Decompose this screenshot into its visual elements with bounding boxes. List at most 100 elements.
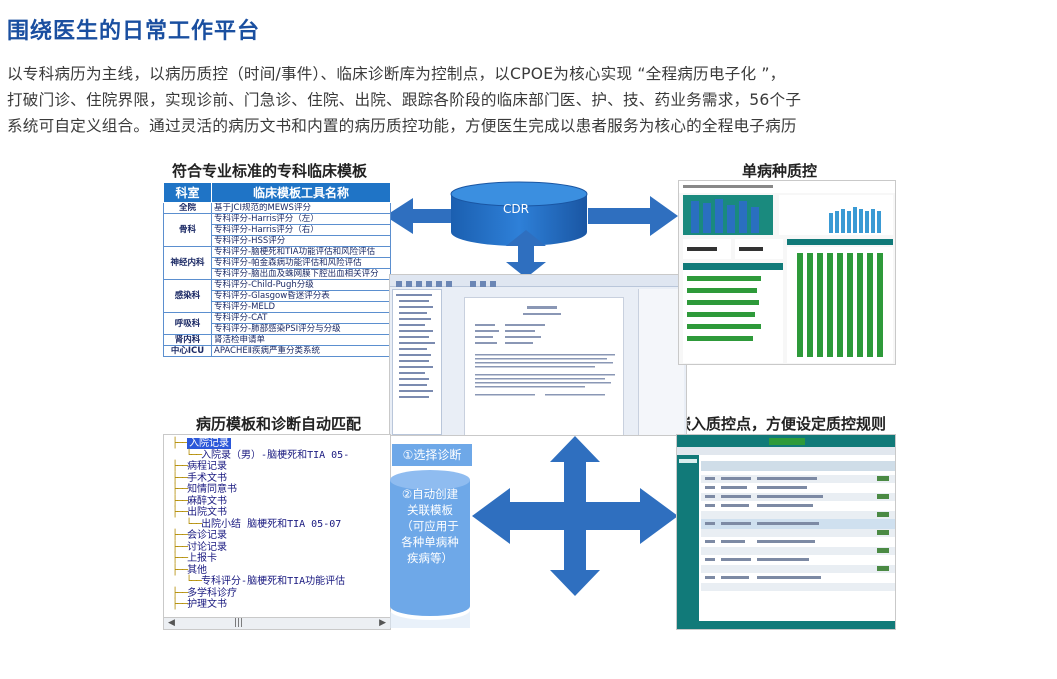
table-row: 骨科专科评分-Harris评分（左） [163,213,391,247]
step2-text: ②自动创建 关联模板 （可应用于 各种单病种 疾病等） [394,486,466,566]
tree-connector-icon: ├── [172,472,188,484]
cdr-label: CDR [503,202,529,216]
dept-cell: 呼吸科 [163,312,212,335]
emr-template-tree[interactable]: ◀ ||| ▶ ├──入院记录└──入院录（男）-脑梗死和TIA 05-├──病… [163,434,391,630]
arrow-left-icon [385,198,451,234]
embed-qc-window [676,434,896,630]
tree-connector-icon: └── [186,576,202,587]
template-item-cell: 专科评分-MELD [211,301,391,313]
tree-item-label: 会诊记录 [187,530,228,541]
emr-nav-tree[interactable] [392,289,442,435]
tree-item-label: 手术文书 [187,472,228,484]
tree-item-label: 上报卡 [187,553,218,564]
step2-line-5: 疾病等） [407,551,453,565]
page-title: 围绕医生的日常工作平台 [7,19,261,44]
dept-cell: 全院 [163,202,212,214]
template-item-cell: 专科评分-Glasgow昏迷评分表 [211,290,391,302]
tree-item[interactable]: ├──麻醉文书 [172,495,227,507]
emr-side-panel[interactable] [638,289,684,435]
step1-select-diagnosis: ①选择诊断 [392,444,472,466]
step2-cylinder-icon [390,470,470,628]
tree-item[interactable]: ├──病程记录 [172,462,227,472]
tree-connector-icon: ├── [172,507,188,518]
tree-connector-icon: ├── [172,530,188,541]
template-item-cell: 基于JCI规范的MEWS评分 [211,202,391,214]
tree-item[interactable]: └──入院录（男）-脑梗死和TIA 05- [186,449,350,461]
tree-item-label: 讨论记录 [187,541,228,553]
intro-line-2: 打破门诊、住院界限，实现诊前、门急诊、住院、出院、跟踪各阶段的临床部门医、护、技… [7,91,802,109]
template-item-cell: 专科评分-肺部感染PSI评分与分级 [211,323,391,335]
template-item-cell: 肾活检申请单 [211,334,391,346]
section-title-template: 符合专业标准的专科临床模板 [172,162,368,180]
step2-line-4: 各种单病种 [401,535,459,549]
tree-item[interactable]: ├──出院文书 [172,508,227,518]
step2-line-3: （可应用于 [401,519,459,533]
tree-item[interactable]: └──出院小结 脑梗死和TIA 05-07 [186,518,342,530]
single-disease-qc-dashboard [678,180,896,365]
template-item-cell: 专科评分-CAT [211,312,391,324]
dept-cell: 中心ICU [163,345,212,357]
intro-line-3: 系统可自定义组合。通过灵活的病历文书和内置的病历质控功能，方便医生完成以患者服务… [7,117,797,135]
section-title-single-disease: 单病种质控 [742,162,818,180]
tree-item-label: 出院小结 脑梗死和TIA 05-07 [201,518,342,530]
template-item-cell: 专科评分-Child-Pugh分级 [211,279,391,291]
four-way-arrow-icon [472,436,678,596]
dept-cell: 感染科 [163,279,212,313]
tree-item[interactable]: ├──手术文书 [172,472,228,484]
tree-item-label: 护理文书 [187,599,228,610]
table-header-dept: 科室 [163,182,212,203]
emr-document-page[interactable] [464,297,624,435]
tree-connector-icon: ├── [172,541,188,553]
template-table: 科室 临床模板工具名称 全院基于JCI规范的MEWS评分骨科专科评分-Harri… [163,182,391,357]
section-title-auto-match: 病历模板和诊断自动匹配 [196,415,362,433]
scroll-thumb-icon[interactable]: ||| [234,618,244,628]
template-item-cell: 专科评分-Harris评分（左） [211,213,391,225]
template-item-cell: 专科评分-脑出血及蛛网膜下腔出血相关评分 [211,268,391,280]
tree-item[interactable]: ├──上报卡 [172,554,217,564]
template-item-cell: 专科评分-帕金森病功能评估和风险评估 [211,257,391,269]
template-item-cell: APACHEⅡ疾病严重分类系统 [211,345,391,357]
tree-connector-icon: ├── [172,553,188,564]
tree-connector-icon: ├── [172,495,188,507]
intro-line-1: 以专科病历为主线，以病历质控（时间/事件）、临床诊断库为控制点，以CPOE为核心… [7,65,786,83]
scroll-left-icon[interactable]: ◀ [168,618,175,628]
scroll-right-icon[interactable]: ▶ [379,618,386,628]
tree-item-label: 入院录（男）-脑梗死和TIA 05- [201,449,350,461]
tree-connector-icon: ├── [172,587,188,599]
table-row: 呼吸科专科评分-CAT [163,312,391,335]
tree-item[interactable]: ├──护理文书 [172,600,227,610]
tree-item-label: 出院文书 [187,507,228,518]
tree-item-label: 专科评分-脑梗死和TIA功能评估 [201,576,346,587]
tree-item[interactable]: ├──多学科诊疗 [172,587,237,599]
tree-connector-icon: └── [186,518,202,530]
table-row: 神经内科专科评分-脑梗死和TIA功能评估和风险评估 [163,246,391,280]
tree-connector-icon: ├── [172,564,188,576]
table-row: 肾内科肾活检申请单 [163,334,391,346]
emr-editor-window [389,274,687,436]
double-arrow-vertical-icon [506,230,546,278]
template-item-cell: 专科评分-脑梗死和TIA功能评估和风险评估 [211,246,391,258]
table-header-name: 临床模板工具名称 [211,182,391,203]
tree-item[interactable]: ├──知情同意书 [172,485,237,495]
tree-connector-icon: ├── [172,599,188,610]
tree-connector-icon: ├── [172,484,188,495]
tree-scrollbar[interactable]: ◀ ||| ▶ [164,617,390,629]
step2-line-1: ②自动创建 [401,487,459,501]
template-item-cell: 专科评分-Harris评分（右） [211,224,391,236]
tree-item[interactable]: ├──会诊记录 [172,531,227,541]
tree-item-label: 入院记录 [187,438,232,449]
tree-item-label: 病程记录 [187,461,228,472]
dept-cell: 骨科 [163,213,212,247]
tree-item[interactable]: ├──讨论记录 [172,541,228,553]
emr-toolbar[interactable] [390,275,686,287]
tree-connector-icon: ├── [172,461,188,472]
tree-item-label: 其他 [187,564,208,576]
cdr-cylinder-icon [450,181,588,246]
tree-item-label: 知情同意书 [187,484,238,495]
tree-item[interactable]: └──专科评分-脑梗死和TIA功能评估 [186,577,345,587]
arrow-right-icon [588,196,678,236]
dept-cell: 神经内科 [163,246,212,280]
tree-item[interactable]: ├──其他 [172,564,208,576]
tree-item[interactable]: ├──入院记录 [172,438,232,449]
